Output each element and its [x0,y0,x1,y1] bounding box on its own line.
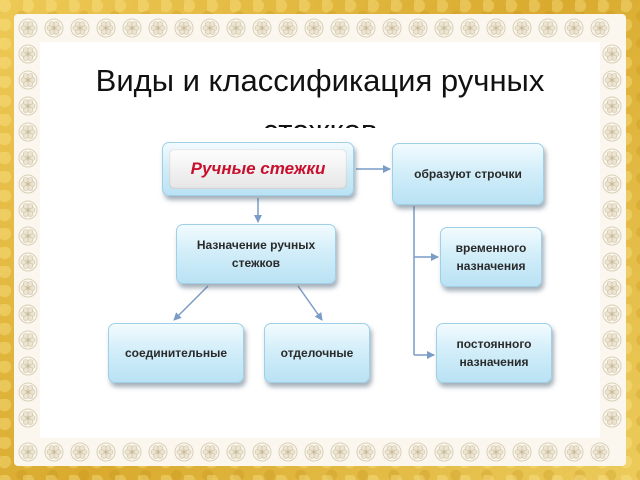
node-permanent-purpose: постоянного назначения [436,323,552,383]
lace-flower [18,200,38,220]
lace-flower [304,18,324,38]
lace-flower [602,96,622,116]
lace-flower [122,18,142,38]
lace-flower [44,442,64,462]
lace-flower [602,356,622,376]
lace-flower [18,382,38,402]
lace-flower [18,330,38,350]
lace-flower [278,442,298,462]
lace-flower [18,252,38,272]
lace-flower [70,18,90,38]
lace-flower [252,18,272,38]
lace-flower [18,408,38,428]
lace-flower [148,18,168,38]
lace-flower [486,18,506,38]
node-hand-stitches: Ручные стежки [162,142,354,196]
lace-flower [460,442,480,462]
lace-flower [602,408,622,428]
lace-flower [460,18,480,38]
lace-flower [538,18,558,38]
lace-flower [18,442,38,462]
slide-title: Виды и классификация ручных стежков [95,63,545,128]
lace-flower [330,442,350,462]
lace-flower [602,252,622,272]
lace-flower [602,304,622,324]
lace-flower [278,18,298,38]
node-stitch-purpose: Назначение ручных стежков [176,224,336,284]
lace-flower [602,278,622,298]
node-hand-stitches-plate: Ручные стежки [169,149,347,189]
lace-flower [226,18,246,38]
lace-flower [564,18,584,38]
lace-flower [304,442,324,462]
lace-flower [96,18,116,38]
lace-flower [18,226,38,246]
lace-flower [252,442,272,462]
lace-flower [486,442,506,462]
lace-flower [602,44,622,64]
lace-flower [18,122,38,142]
lace-flower [200,18,220,38]
lace-flower [382,18,402,38]
node-forms-lines: образуют строчки [392,143,544,205]
lace-flower [564,442,584,462]
lace-flower [590,18,610,38]
lace-flower [96,442,116,462]
lace-flower [602,70,622,90]
lace-flower [174,18,194,38]
lace-flower [18,44,38,64]
node-hand-stitches-label: Ручные стежки [190,159,326,178]
node-connecting: соединительные [108,323,244,383]
lace-flower [18,278,38,298]
lace-flower [512,18,532,38]
lace-flower [70,442,90,462]
lace-flower [602,226,622,246]
lace-flower [512,442,532,462]
lace-flower [18,356,38,376]
lace-flower [148,442,168,462]
lace-flower [18,304,38,324]
lace-flower [602,382,622,402]
lace-flower [18,174,38,194]
lace-flower [602,148,622,168]
lace-flower [18,96,38,116]
lace-flower [590,442,610,462]
lace-flower [174,442,194,462]
lace-flower [408,18,428,38]
lace-flower [434,18,454,38]
lace-flower [356,442,376,462]
lace-flower [122,442,142,462]
lace-flower [226,442,246,462]
lace-flower [382,442,402,462]
lace-flower [434,442,454,462]
lace-flower [602,330,622,350]
lace-flower [408,442,428,462]
lace-flower [18,70,38,90]
lace-flower [18,18,38,38]
lace-flower [602,122,622,142]
lace-flower [538,442,558,462]
lace-flower [200,442,220,462]
lace-flower [330,18,350,38]
node-decorative: отделочные [264,323,370,383]
lace-flower [602,200,622,220]
lace-flower [44,18,64,38]
node-temporary-purpose: временного назначения [440,227,542,287]
lace-flower [356,18,376,38]
lace-flower [18,148,38,168]
lace-flower [602,174,622,194]
